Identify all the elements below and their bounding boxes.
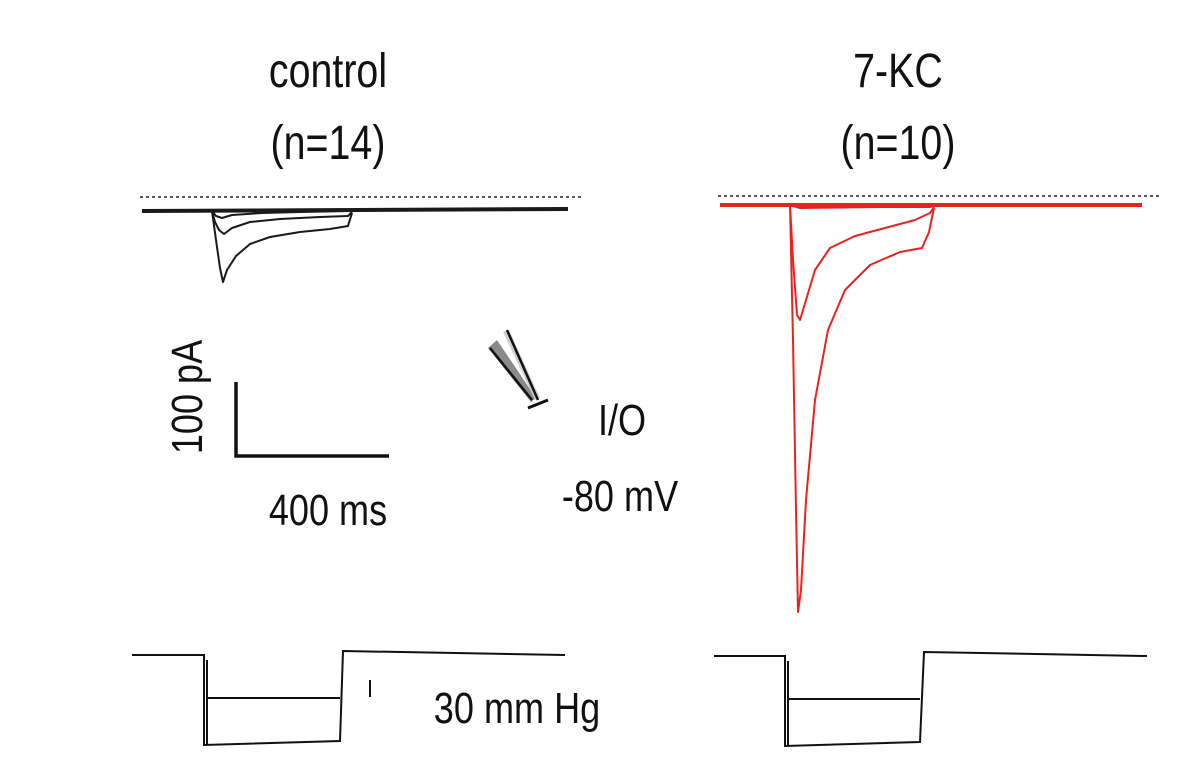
control-current-traces [141, 207, 569, 283]
pipette-icon [488, 329, 549, 410]
kc-current-traces [720, 203, 1142, 613]
kc-trace-small [789, 204, 935, 209]
kc-trace-medium [789, 204, 935, 321]
control-trace-small [211, 210, 352, 219]
control-n-label: (n=14) [270, 117, 386, 170]
pressure-scale-label: 30 mm Hg [433, 684, 601, 733]
control-baseline-trace [141, 207, 569, 213]
control-pressure-stimulus [132, 649, 566, 747]
kc-trace-large [789, 204, 935, 613]
control-trace-large [211, 210, 353, 283]
scale-bar [234, 382, 389, 458]
current-scale-label: 100 pA [163, 339, 212, 455]
kc-title: 7-KC [853, 45, 943, 98]
control-trace-medium [211, 210, 353, 235]
kc-n-label: (n=10) [840, 117, 956, 170]
time-scale-label: 400 ms [268, 486, 388, 535]
kc-pressure-stimulus [714, 650, 1148, 748]
recording-mode-label: I/O [597, 396, 647, 445]
holding-potential-label: -80 mV [561, 472, 679, 521]
control-title: control [268, 45, 388, 98]
